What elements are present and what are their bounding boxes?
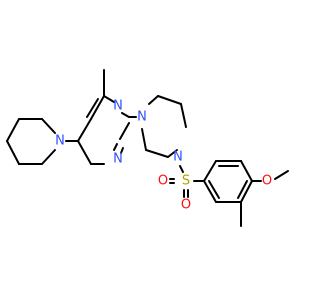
bond	[6, 140, 20, 165]
bond	[90, 95, 105, 120]
atom-label-oxygen-1: O	[158, 174, 168, 189]
bond	[203, 160, 217, 182]
bond	[77, 140, 92, 165]
bond	[240, 160, 253, 182]
atom-label-sulfur: S	[182, 174, 190, 189]
bond	[274, 170, 289, 180]
bond	[6, 118, 20, 142]
bond	[208, 180, 220, 199]
atom-label-n-pyrimidine-1: N	[113, 99, 123, 114]
bond	[240, 180, 253, 203]
bond	[86, 98, 99, 118]
bond	[103, 95, 115, 103]
bond	[120, 147, 124, 154]
bond	[121, 112, 130, 118]
bond	[141, 128, 147, 151]
bond	[180, 103, 187, 128]
bond	[157, 95, 182, 105]
atom-label-n-pyrimidine-2: N	[113, 152, 123, 167]
bond	[119, 122, 130, 140]
bond	[203, 180, 217, 203]
bond	[237, 180, 248, 199]
bond	[77, 118, 92, 142]
bond	[41, 118, 56, 134]
bond	[167, 149, 178, 158]
bond	[41, 149, 56, 165]
atom-label-n-piperazine-2: N	[173, 150, 183, 165]
atom-label-oxygen-2: O	[181, 198, 191, 213]
atom-label-n-piperazine-1: N	[137, 110, 147, 125]
bond	[145, 149, 169, 158]
atom-labels: N N N N N S O O O	[55, 99, 272, 213]
atom-label-n-piperidine: N	[55, 134, 65, 149]
bond	[148, 95, 159, 105]
bonds	[6, 69, 289, 227]
atom-label-oxygen-methoxy: O	[262, 174, 272, 189]
molecule-diagram: N N N N N S O O O	[6, 69, 289, 227]
bond	[113, 143, 118, 151]
bond	[179, 165, 184, 173]
